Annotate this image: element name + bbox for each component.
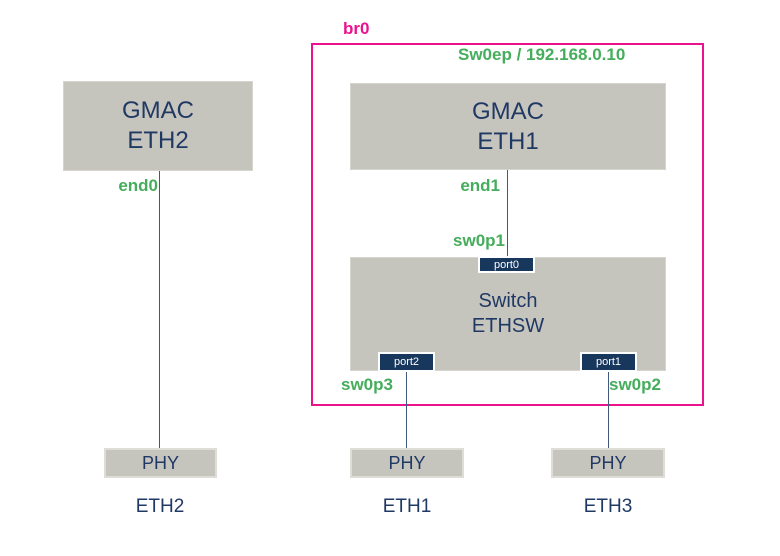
switch-port0-chip: port0 (478, 256, 535, 273)
phy-block-eth3: PHY (551, 448, 665, 478)
netdev-label-sw0p3: sw0p3 (341, 375, 393, 394)
gmac-eth2-line1: GMAC (122, 97, 194, 124)
connector-end0-phy (159, 171, 160, 448)
gmac-eth1-line2: ETH1 (477, 127, 539, 155)
connector-port2-phy (406, 371, 407, 448)
bridge-label: br0 (343, 19, 370, 38)
external-label-eth3: ETH3 (583, 496, 633, 517)
external-label-eth2: ETH2 (135, 496, 185, 517)
gmac-eth2-block: GMAC ETH2 (63, 81, 253, 171)
gmac-eth1-line1: GMAC (472, 97, 544, 125)
netdev-label-end1: end1 (460, 176, 500, 195)
switch-port2-chip: port2 (378, 352, 435, 372)
switch-port1-chip: port1 (580, 352, 637, 372)
switch-line2: ETHSW (471, 315, 545, 337)
switch-line1: Switch (478, 290, 538, 312)
connector-end1-port0 (507, 170, 508, 257)
bridge-boundary-box (311, 43, 704, 406)
external-label-eth1: ETH1 (382, 496, 432, 517)
gmac-eth1-block: GMAC ETH1 (350, 83, 666, 170)
netdev-label-end0: end0 (118, 176, 158, 195)
netdev-label-sw0p2: sw0p2 (609, 375, 661, 394)
bridge-ip-label: Sw0ep / 192.168.0.10 (458, 45, 626, 64)
connector-port1-phy (608, 371, 609, 448)
gmac-eth2-line2: ETH2 (127, 127, 189, 154)
phy-block-eth2: PHY (104, 448, 217, 478)
netdev-label-sw0p1: sw0p1 (453, 231, 505, 250)
phy-block-eth1: PHY (350, 448, 464, 478)
